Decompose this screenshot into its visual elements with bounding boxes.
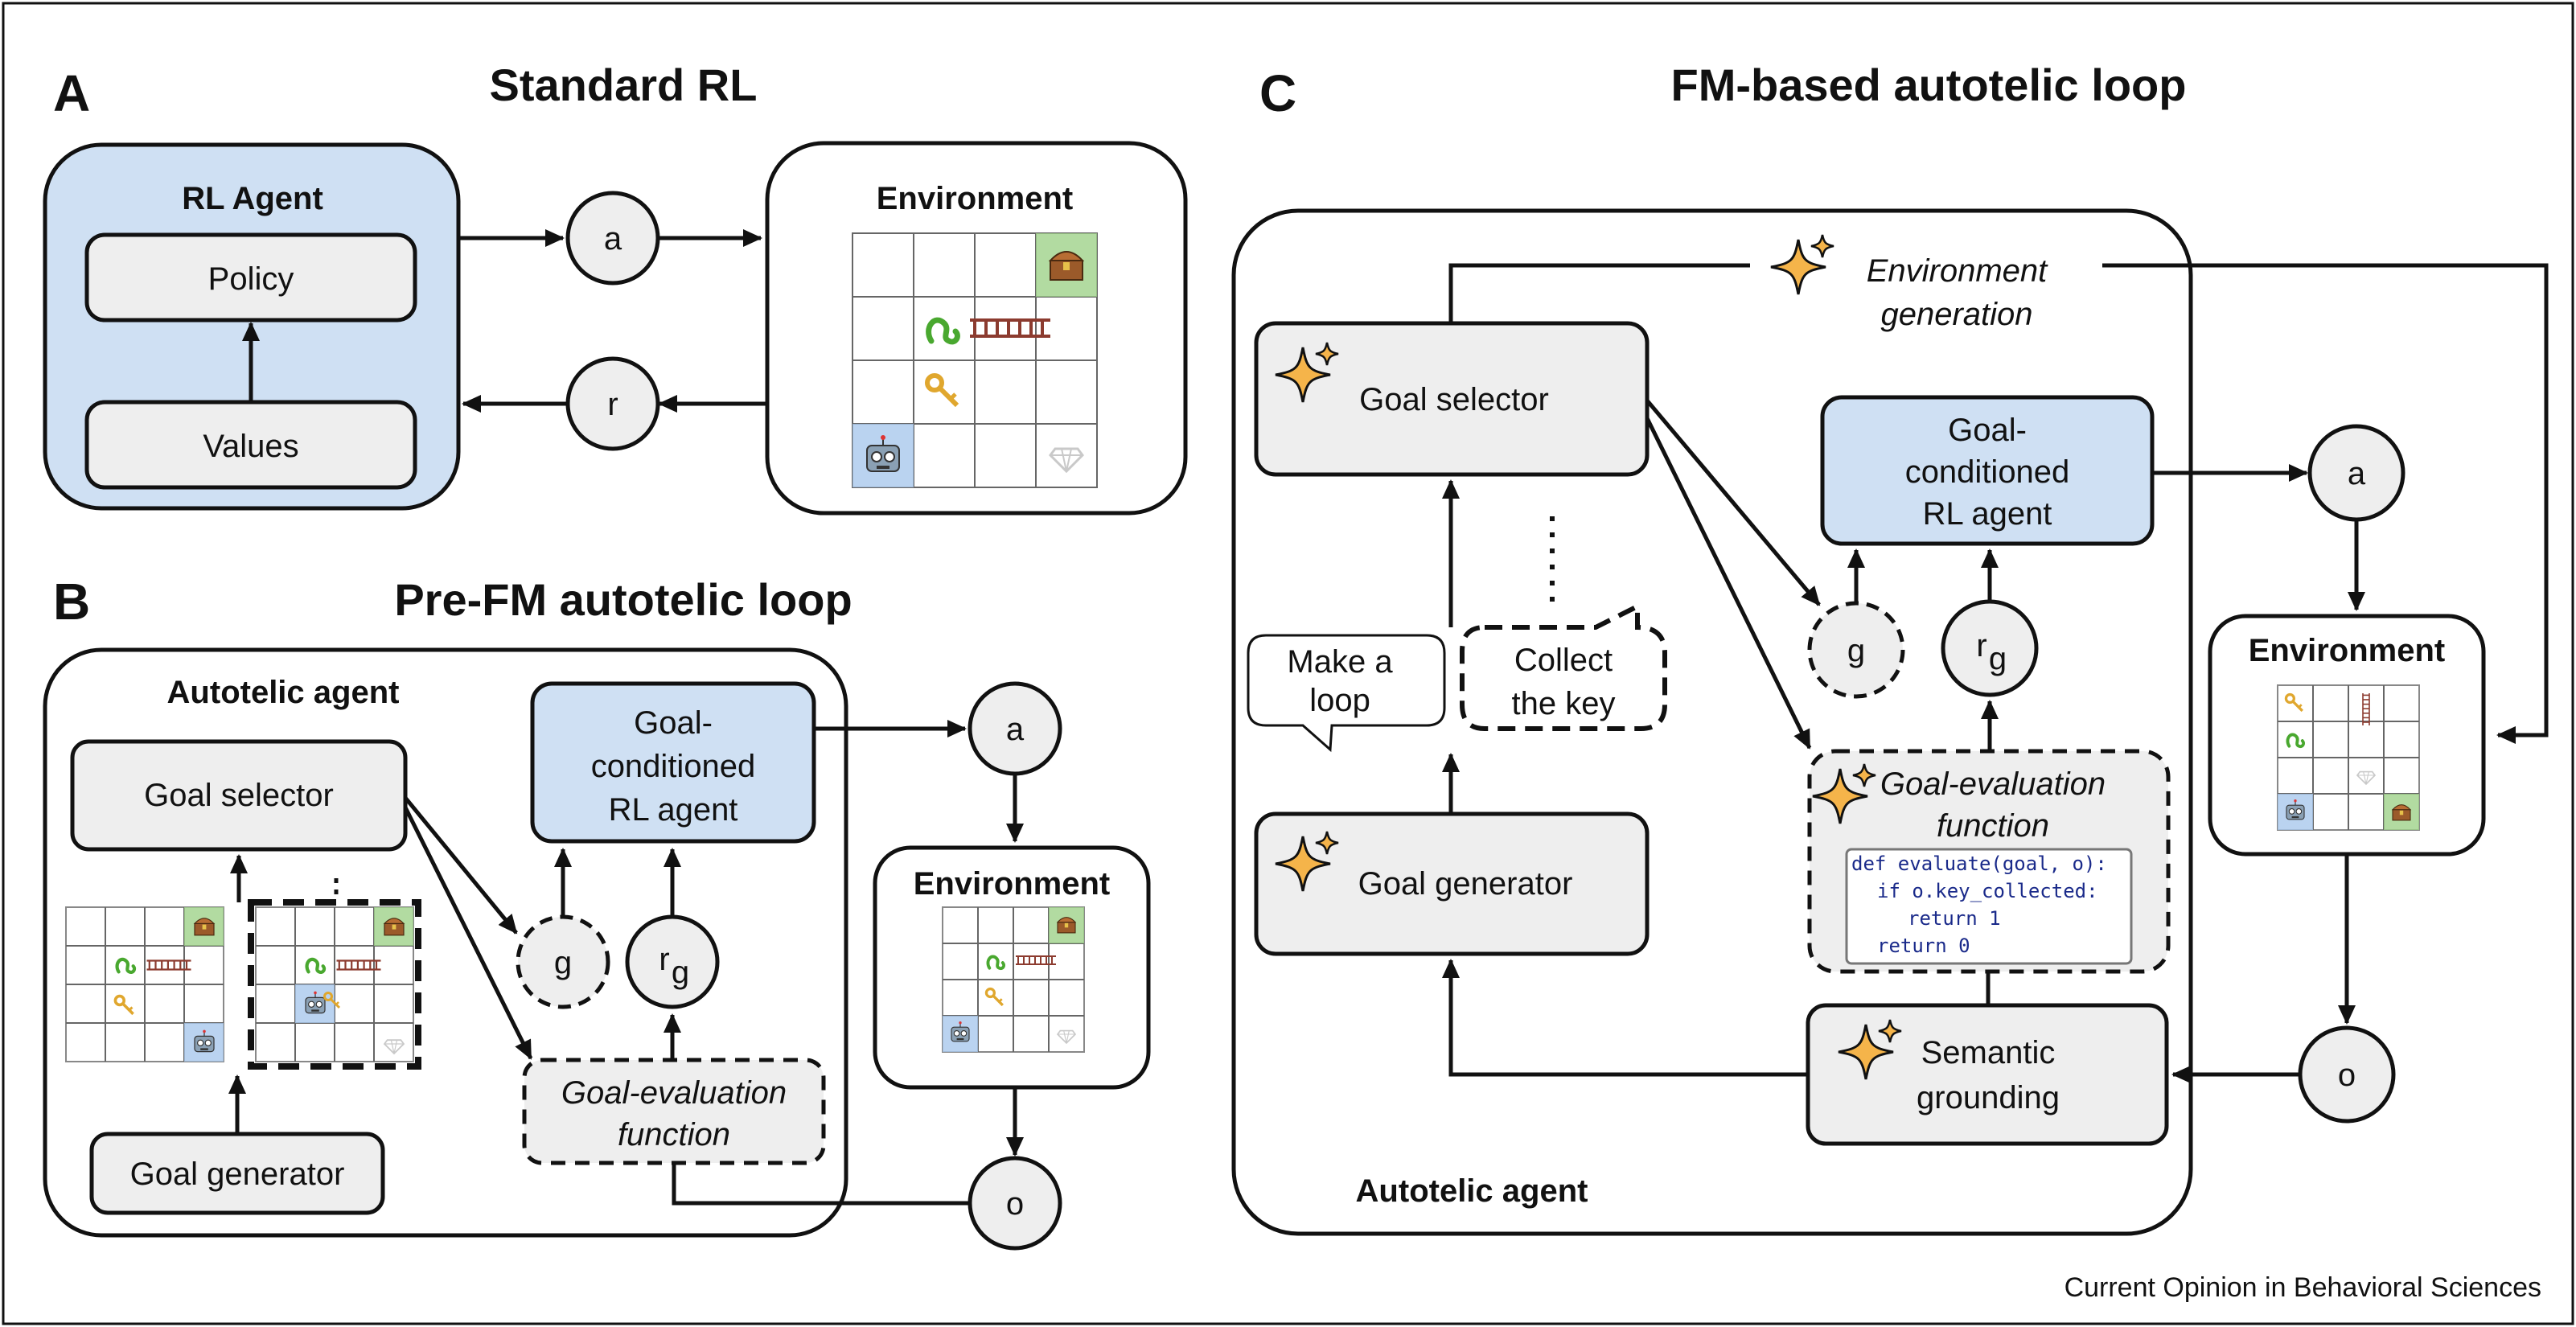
- rl-agent-box-c: [1820, 395, 2155, 546]
- speech-bubble-loop: [1247, 634, 1446, 753]
- obs-to-eval-line-b: [672, 1163, 970, 1206]
- rl-agent-line3-b: RL agent: [609, 792, 738, 828]
- selector-to-goal-arrow-c: [1645, 399, 1821, 606]
- eval-function-line2-c: function: [1937, 808, 2049, 844]
- action-label: a: [604, 221, 622, 257]
- code-snippet-box: [1845, 848, 2133, 965]
- rl-agent-line1-c: Goal-: [1948, 413, 2027, 448]
- policy-box: [84, 232, 417, 323]
- goal-generator-label-c: Goal generator: [1358, 866, 1573, 902]
- env-generation-line1: Environment: [1867, 253, 2048, 289]
- code-line-4: return 0: [1877, 935, 1970, 957]
- panel-c-letter: C: [1259, 64, 1296, 122]
- grid-world-c: [2277, 684, 2420, 831]
- selector-to-eval-arrow-b: [403, 806, 533, 1060]
- autotelic-agent-box-c: [1231, 208, 2193, 1236]
- eval-function-line2-b: function: [618, 1117, 730, 1152]
- selected-goal-frame-b: [248, 899, 421, 1070]
- goal-reward-sub-b: g: [672, 955, 689, 990]
- panel-c-title: FM-based autotelic loop: [1671, 60, 2187, 110]
- action-label-b: a: [1006, 712, 1025, 747]
- goal-selector-box-c: [1254, 321, 1650, 477]
- speech-loop-line2: loop: [1309, 683, 1370, 718]
- rl-agent-box-b: [530, 681, 816, 844]
- grid-world-b: [942, 906, 1085, 1053]
- speech-loop-line1: Make a: [1287, 644, 1393, 680]
- rl-agent-line2-c: conditioned: [1905, 454, 2070, 490]
- selector-to-goal-arrow-b: [404, 796, 518, 935]
- goal-grid-1-b: [65, 906, 224, 1062]
- eval-function-line1-b: Goal-evaluation: [561, 1075, 787, 1111]
- panel-a-title: Standard RL: [490, 60, 758, 110]
- speech-key-line2: the key: [1512, 686, 1616, 721]
- autotelic-agent-title-b: Autotelic agent: [167, 675, 400, 710]
- environment-label-a: Environment: [877, 181, 1073, 216]
- goal-reward-label-b: r: [659, 942, 669, 977]
- panel-b-letter: B: [53, 573, 90, 631]
- goal-grid-2-b: [255, 906, 414, 1062]
- env-generation-bg: [1753, 241, 2091, 346]
- environment-label-c: Environment: [2249, 633, 2445, 668]
- code-line-3: return 1: [1908, 907, 2001, 930]
- goal-generator-label-b: Goal generator: [130, 1157, 345, 1192]
- rl-agent-line3-c: RL agent: [1923, 496, 2052, 532]
- speech-key-line1: Collect: [1514, 643, 1613, 678]
- goal-reward-label-c: r: [1976, 628, 1986, 664]
- grounding-to-generator-arrow: [1442, 959, 1808, 1077]
- semantic-grounding-line2: grounding: [1917, 1080, 2060, 1115]
- eval-function-line1-c: Goal-evaluation: [1880, 766, 2106, 802]
- goal-label-c: g: [1847, 633, 1865, 668]
- panel-a-letter: A: [53, 64, 90, 122]
- rl-agent-title: RL Agent: [182, 181, 323, 216]
- autotelic-agent-box-b: [43, 647, 848, 1238]
- footer-credit: Current Opinion in Behavioral Sciences: [2064, 1272, 2541, 1303]
- goal-selector-box-b: [70, 739, 408, 852]
- goal-selector-label-b: Goal selector: [144, 778, 334, 813]
- selector-to-eval-arrow-c: [1645, 417, 1812, 750]
- rl-agent-line2-b: conditioned: [591, 749, 756, 784]
- env-generation-line2: generation: [1880, 297, 2032, 332]
- semantic-grounding-box: [1806, 1003, 2169, 1146]
- speech-bubble-key: [1460, 602, 1667, 731]
- semantic-grounding-line1: Semantic: [1921, 1035, 2056, 1070]
- policy-label: Policy: [208, 261, 294, 297]
- goal-reward-sub-c: g: [1989, 641, 2007, 676]
- reward-label: r: [607, 387, 618, 422]
- goal-label-b: g: [554, 945, 572, 980]
- environment-label-b: Environment: [914, 866, 1110, 902]
- code-line-2: if o.key_collected:: [1877, 880, 2098, 902]
- goal-selector-label-c: Goal selector: [1359, 382, 1549, 417]
- values-label: Values: [203, 429, 298, 464]
- observation-label-c: o: [2338, 1058, 2356, 1093]
- rl-agent-line1-b: Goal-: [634, 705, 713, 741]
- selector-to-envgen-line: [1448, 263, 1750, 323]
- action-label-c: a: [2348, 456, 2366, 491]
- code-line-1: def evaluate(goal, o):: [1851, 852, 2107, 875]
- envgen-to-env-arrow: [2102, 263, 2549, 744]
- grid-world-a: [852, 232, 1098, 488]
- observation-label-b: o: [1006, 1186, 1024, 1222]
- panel-b-title: Pre-FM autotelic loop: [394, 574, 852, 625]
- autotelic-agent-title-c: Autotelic agent: [1356, 1173, 1588, 1209]
